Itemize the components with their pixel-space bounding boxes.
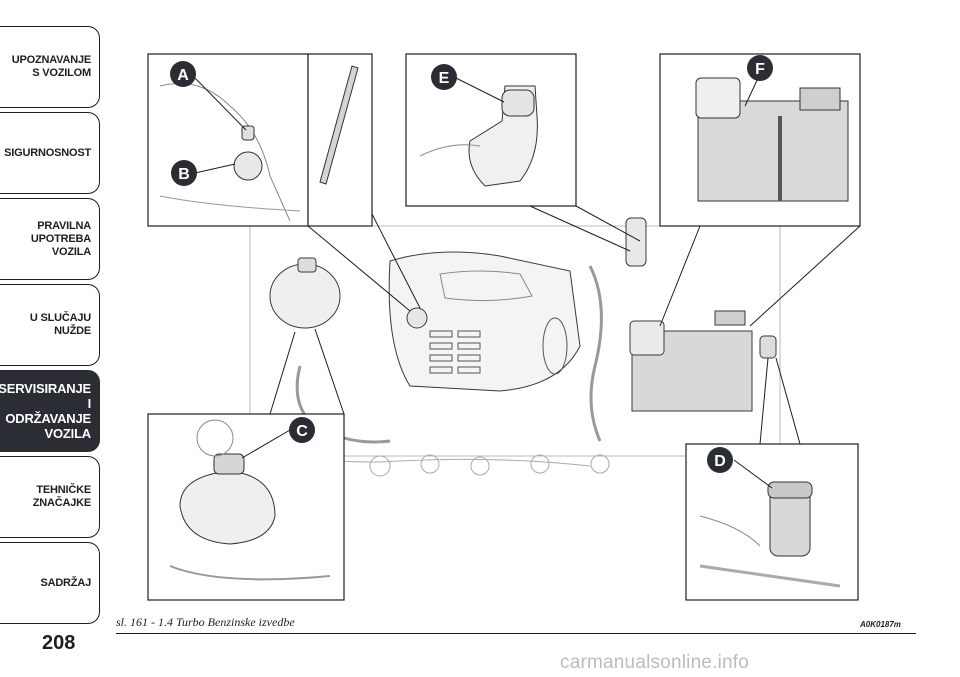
engine-bay-figure: A B C D E F (147, 53, 861, 601)
inset-dipstick (307, 53, 373, 227)
tab-pravilna-upotreba[interactable]: PRAVILNA UPOTREBA VOZILA (0, 198, 100, 280)
tab-sigurnosnost[interactable]: SIGURNOSNOST (0, 112, 100, 194)
svg-text:F: F (755, 61, 765, 78)
figure-caption: sl. 161 - 1.4 Turbo Benzinske izvedbe (116, 615, 295, 629)
inset-battery (659, 53, 861, 227)
svg-text:E: E (439, 70, 450, 87)
watermark: carmanualsonline.info (560, 652, 750, 673)
callout-a: A (170, 61, 196, 87)
callout-f: F (747, 55, 773, 81)
callout-c: C (289, 417, 315, 443)
caption-divider (116, 633, 916, 634)
callout-b: B (171, 160, 197, 186)
figure-code: A0K0187m (860, 620, 901, 629)
page-number: 208 (42, 632, 76, 654)
tab-sadrzaj[interactable]: SADRŽAJ (0, 542, 100, 624)
tab-upoznavanje[interactable]: UPOZNAVANJE S VOZILOM (0, 26, 100, 108)
callout-d: D (707, 447, 733, 473)
svg-text:D: D (714, 453, 726, 470)
svg-text:B: B (178, 166, 190, 183)
callout-e: E (431, 64, 457, 90)
tab-u-slucaju-nuzde[interactable]: U SLUČAJU NUŽDE (0, 284, 100, 366)
tab-servisiranje[interactable]: SERVISIRANJE I ODRŽAVANJE VOZILA (0, 370, 100, 452)
tab-tehnicke-znacajke[interactable]: TEHNIČKE ZNAČAJKE (0, 456, 100, 538)
svg-text:C: C (296, 423, 308, 440)
svg-text:A: A (177, 67, 189, 84)
inset-coolant (147, 413, 345, 601)
